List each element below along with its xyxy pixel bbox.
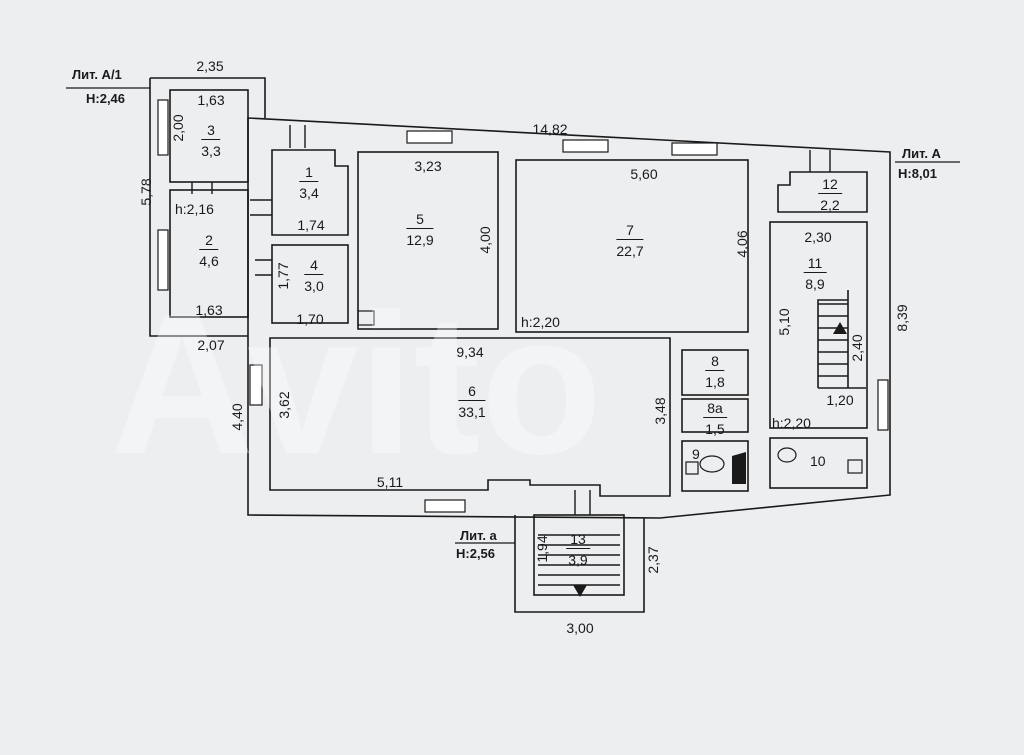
dim-4-06: 4,06 <box>734 230 750 258</box>
door-room-1-side <box>250 199 272 216</box>
dim-2-30: 2,30 <box>804 229 832 245</box>
room-10-number: 10 <box>810 453 826 469</box>
dim-2-35: 2,35 <box>196 58 224 74</box>
window-4 <box>424 499 466 513</box>
dim-1-63-top: 1,63 <box>197 92 225 108</box>
room-8a-outline <box>681 398 749 433</box>
stair-arrow-up <box>833 322 847 334</box>
dim-3-48: 3,48 <box>652 397 668 425</box>
lit-a-small-name: Лит. а <box>460 528 497 543</box>
window-1 <box>406 130 453 144</box>
outer-wall-main <box>247 117 891 519</box>
room-2-outline <box>169 189 249 318</box>
room-8-outline <box>681 349 749 396</box>
toilet-room-10 <box>777 447 797 463</box>
window-5 <box>157 99 169 156</box>
dim-3-62: 3,62 <box>276 391 292 419</box>
dim-1-63-bottom: 1,63 <box>195 302 223 318</box>
lit-a-name: Лит. А <box>902 146 941 161</box>
window-7 <box>249 364 263 406</box>
dim-9-34: 9,34 <box>456 344 484 360</box>
sink-room-10 <box>847 459 863 474</box>
room-3-outline <box>169 89 249 183</box>
door-room-6 <box>574 490 591 515</box>
heater-room-9 <box>732 452 746 484</box>
stair-arrow-down <box>573 585 587 597</box>
room-6-outline <box>269 337 671 497</box>
dim-2-07: 2,07 <box>197 337 225 353</box>
sink-room-5 <box>357 310 375 326</box>
room-9-number: 9 <box>692 446 700 462</box>
dim-2-40: 2,40 <box>849 334 865 362</box>
dim-8-39: 8,39 <box>894 304 910 332</box>
room-5-outline <box>357 151 499 330</box>
room-1-outline <box>271 149 349 236</box>
height-room-11: h:2,20 <box>772 415 811 431</box>
dim-3-23: 3,23 <box>414 158 442 174</box>
window-8 <box>877 379 889 431</box>
dim-4-00: 4,00 <box>477 226 493 254</box>
lit-a1-name: Лит. А/1 <box>72 67 122 82</box>
dim-1-70: 1,70 <box>296 311 324 327</box>
door-room-12 <box>809 150 831 172</box>
dim-5-11: 5,11 <box>376 474 404 490</box>
height-room-7: h:2,20 <box>521 314 560 330</box>
dim-2-00: 2,00 <box>170 114 186 142</box>
stairs-room-11 <box>817 290 866 389</box>
room-10-outline <box>769 437 868 489</box>
dim-2-37: 2,37 <box>645 546 661 574</box>
room-7-outline <box>515 159 749 333</box>
dim-5-10: 5,10 <box>776 308 792 336</box>
room-11-outline <box>769 221 868 429</box>
toilet-room-9 <box>699 455 725 473</box>
dim-1-20: 1,20 <box>826 392 854 408</box>
door-room-1 <box>289 125 306 148</box>
door-room-4 <box>255 259 272 276</box>
dim-5-60: 5,60 <box>630 166 658 182</box>
dim-14-82: 14,82 <box>532 121 568 137</box>
dim-3-00: 3,00 <box>566 620 594 636</box>
dim-5-78: 5,78 <box>138 178 154 206</box>
dim-1-94: 1,94 <box>534 535 550 563</box>
lit-a-height: Н:8,01 <box>898 166 938 181</box>
room-9-outline <box>681 440 749 492</box>
room-4-outline <box>271 244 349 324</box>
lit-a1-height: Н:2,46 <box>86 91 126 106</box>
outer-wall-porch <box>514 515 645 613</box>
room-12-outline <box>777 171 868 213</box>
dim-1-77: 1,77 <box>275 262 291 290</box>
sink-room-9 <box>685 461 699 475</box>
lit-a-small-height: Н:2,56 <box>456 546 496 561</box>
height-lit-a1: h:2,16 <box>175 201 214 217</box>
window-3 <box>671 142 718 156</box>
avito-watermark: Avito <box>110 273 603 496</box>
window-6 <box>157 229 169 291</box>
outer-wall-lit-a1 <box>149 77 266 337</box>
dim-4-40: 4,40 <box>229 403 245 431</box>
door-room-2 <box>191 182 213 194</box>
stairs-room-13 <box>538 534 620 586</box>
window-2 <box>562 139 609 153</box>
dim-1-74: 1,74 <box>297 217 325 233</box>
